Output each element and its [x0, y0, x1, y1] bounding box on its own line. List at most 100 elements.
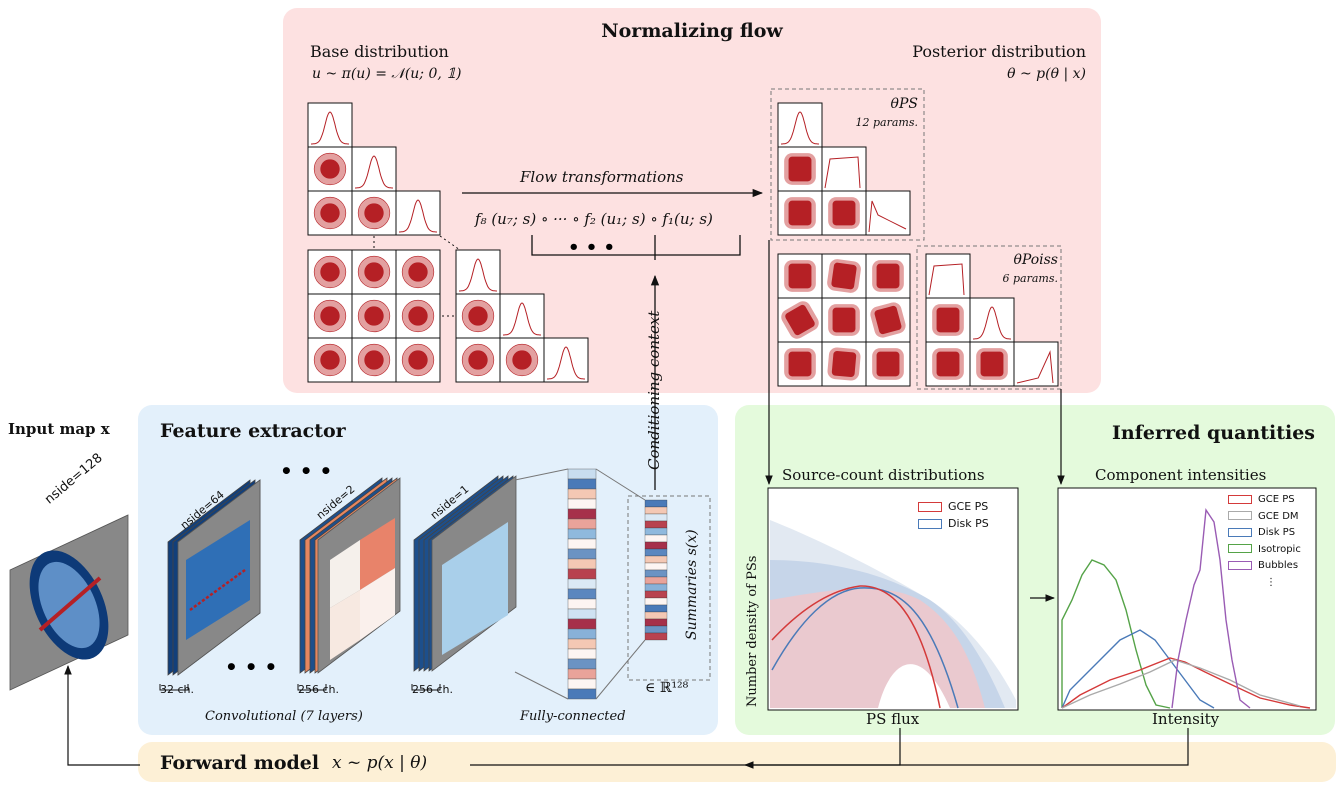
summary-unit-15 — [644, 604, 668, 613]
scd-gce-line — [771, 585, 941, 709]
post-block-2-2-inner — [876, 351, 900, 377]
base-marginal-1-curve — [311, 111, 349, 145]
base-joint-8-7-inner — [468, 306, 488, 326]
base-marginal-1 — [307, 102, 353, 148]
int-legend-disk-ps: Disk PS — [1228, 525, 1301, 542]
post-block-1-2-inner — [874, 305, 902, 335]
scd-disk-line — [771, 587, 959, 709]
post-block-2-1-inner — [831, 351, 857, 377]
conv2-cell-c — [330, 590, 360, 660]
base-title: Base distribution — [310, 42, 449, 61]
extractor-dots-top: • • • — [280, 459, 332, 483]
flow-composition: f₈ (u₇; s) ∘ ··· ∘ f₂ (u₁; s) ∘ f₁(u; s) — [475, 210, 713, 228]
fc-unit-15 — [567, 618, 597, 630]
post-ps-marginal-2-curve — [824, 156, 861, 189]
scd-legend-disk: Disk PS — [918, 515, 989, 532]
fc-unit-1 — [567, 478, 597, 490]
forward-formula: x ~ p(x | θ) — [332, 753, 428, 773]
poiss-params: 6 params. — [1002, 272, 1058, 285]
base-joint-9-8-inner — [512, 350, 532, 370]
fc-unit-3 — [567, 498, 597, 510]
int-hist-bubbles — [1171, 507, 1251, 709]
int-hist-disk-ps — [1061, 629, 1215, 709]
post-poiss-joint-2-1-inner — [936, 307, 960, 333]
posterior-title: Posterior distribution — [912, 42, 1086, 61]
base-marginal-7 — [455, 249, 501, 295]
inferred-title: Inferred quantities — [1112, 422, 1315, 444]
flow-title: Normalizing flow — [601, 20, 783, 42]
base-marginal-3-curve — [399, 199, 437, 233]
base-joint-3-2-inner — [364, 203, 384, 223]
summary-unit-4 — [644, 527, 668, 536]
conv64-band — [189, 568, 246, 612]
post-block-1-0-inner — [785, 304, 815, 336]
fc-unit-12 — [567, 588, 597, 600]
scd-legend: GCE PS Disk PS — [918, 498, 989, 532]
base-formula: u ~ π(u) = 𝒩(u; 0, 𝟙) — [312, 66, 462, 82]
base-marginal-2 — [351, 146, 397, 192]
summary-unit-8 — [644, 555, 668, 564]
fc-unit-10 — [567, 568, 597, 580]
base-block-1-2-inner — [408, 306, 428, 326]
scd-legend-gce: GCE PS — [918, 498, 989, 515]
base-joint-3-1-inner — [320, 203, 340, 223]
channel-brackets — [159, 684, 441, 691]
post-block-2-0-inner — [788, 351, 812, 377]
post-poiss-joint-3-2-inner — [980, 351, 1004, 377]
summary-unit-12 — [644, 583, 668, 592]
scd-xlabel: PS flux — [866, 710, 920, 728]
scd-to-forward-arrow — [744, 728, 901, 769]
input-title: Input map x — [8, 420, 110, 438]
base-block-1-0-inner — [320, 306, 340, 326]
post-poiss-marginal-1-curve — [928, 263, 965, 296]
summary-unit-3 — [644, 520, 668, 529]
base-joint-2-1-inner — [320, 159, 340, 179]
base-block-0-0-inner — [320, 262, 340, 282]
fc-unit-8 — [567, 548, 597, 560]
int-plot-frame — [1057, 487, 1317, 711]
forward-model-panel — [138, 742, 1336, 782]
int-hist-isotropic — [1061, 559, 1171, 709]
post-ps-marginal-1 — [777, 102, 823, 148]
flow-transform-label: Flow transformations — [520, 168, 684, 186]
post-poiss-marginal-2 — [969, 297, 1015, 343]
poiss-label: θPoiss — [1013, 252, 1058, 268]
base-marginal-9-curve — [547, 346, 585, 380]
int-legend-bubbles: Bubbles — [1228, 558, 1301, 575]
conv-label: Convolutional (7 layers) — [205, 709, 363, 724]
base-block-0-1-inner — [364, 262, 384, 282]
int-legend-isotropic: Isotropic — [1228, 542, 1301, 559]
conv2-cell-a — [330, 540, 360, 608]
extractor-dots-bottom: • • • — [225, 655, 277, 679]
summaries-space: ∈ ℝ¹²⁸ — [645, 680, 689, 696]
forward-title: Forward model — [160, 752, 320, 774]
post-ps-marginal-1-curve — [781, 111, 819, 145]
extractor-title: Feature extractor — [160, 420, 346, 442]
post-ps-joint-3-2-inner — [832, 200, 856, 226]
summaries-projection-lines — [595, 468, 646, 700]
summary-unit-10 — [644, 569, 668, 578]
fc-unit-21 — [567, 678, 597, 690]
summary-unit-7 — [644, 548, 668, 557]
post-block-1-1-inner — [832, 307, 856, 333]
fc-unit-19 — [567, 658, 597, 670]
base-block-0-2-inner — [408, 262, 428, 282]
post-ps-marginal-3 — [865, 190, 911, 236]
poiss-dashed-box — [916, 245, 1062, 390]
scd-title: Source-count distributions — [782, 466, 985, 484]
int-hist-gce-ps — [1061, 657, 1311, 709]
input-map-disk-band — [38, 576, 102, 632]
fc-unit-11 — [567, 578, 597, 590]
ps-params: 12 params. — [855, 116, 918, 129]
summary-unit-0 — [644, 499, 668, 508]
fc-unit-22 — [567, 688, 597, 700]
post-poiss-joint-3-1-inner — [936, 351, 960, 377]
fc-unit-17 — [567, 638, 597, 650]
base-marginal-2-curve — [355, 155, 393, 189]
summary-unit-16 — [644, 611, 668, 620]
int-legend-gce-ps: GCE PS — [1228, 492, 1301, 509]
fc-unit-6 — [567, 528, 597, 540]
fc-unit-9 — [567, 558, 597, 570]
flow-brace — [531, 235, 741, 256]
